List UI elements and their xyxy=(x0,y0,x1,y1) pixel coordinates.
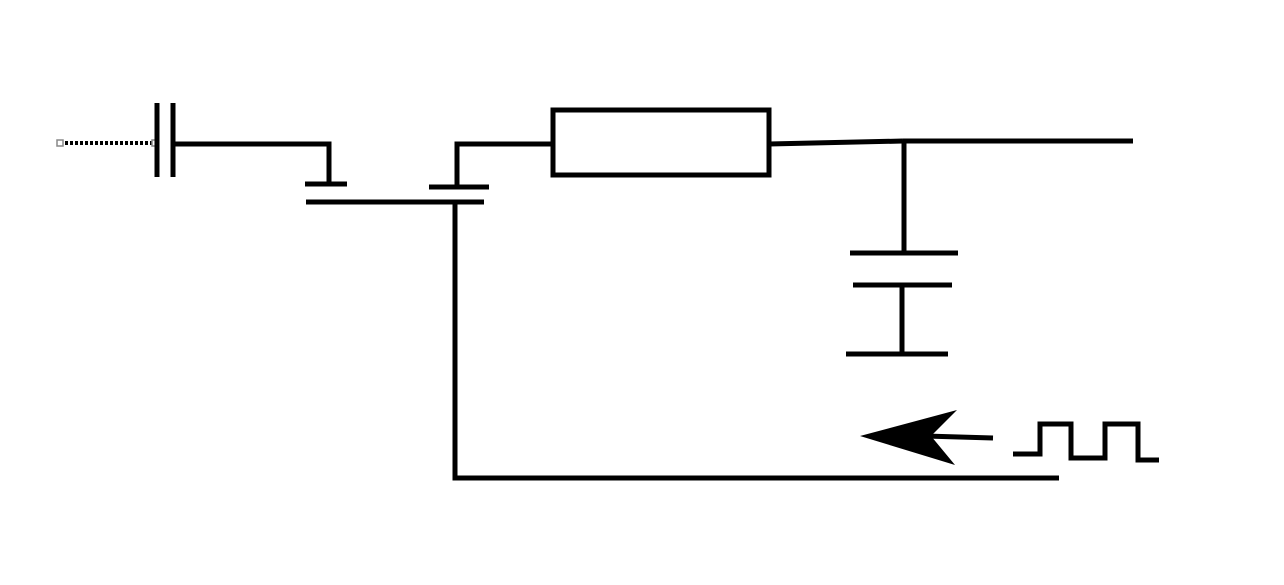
return-wire[interactable] xyxy=(452,202,1059,481)
input-lead[interactable] xyxy=(56,139,159,147)
square-wave-icon xyxy=(1013,421,1159,463)
output-wire[interactable] xyxy=(768,138,1133,147)
hold-capacitor[interactable] xyxy=(846,141,958,357)
gate-wire[interactable] xyxy=(173,141,347,187)
left-arrow-icon xyxy=(860,410,994,465)
mosfet-switch[interactable] xyxy=(306,141,553,205)
selection-handle-start[interactable] xyxy=(56,139,64,147)
resistor[interactable] xyxy=(550,107,772,178)
coupling-capacitor[interactable] xyxy=(154,103,176,177)
